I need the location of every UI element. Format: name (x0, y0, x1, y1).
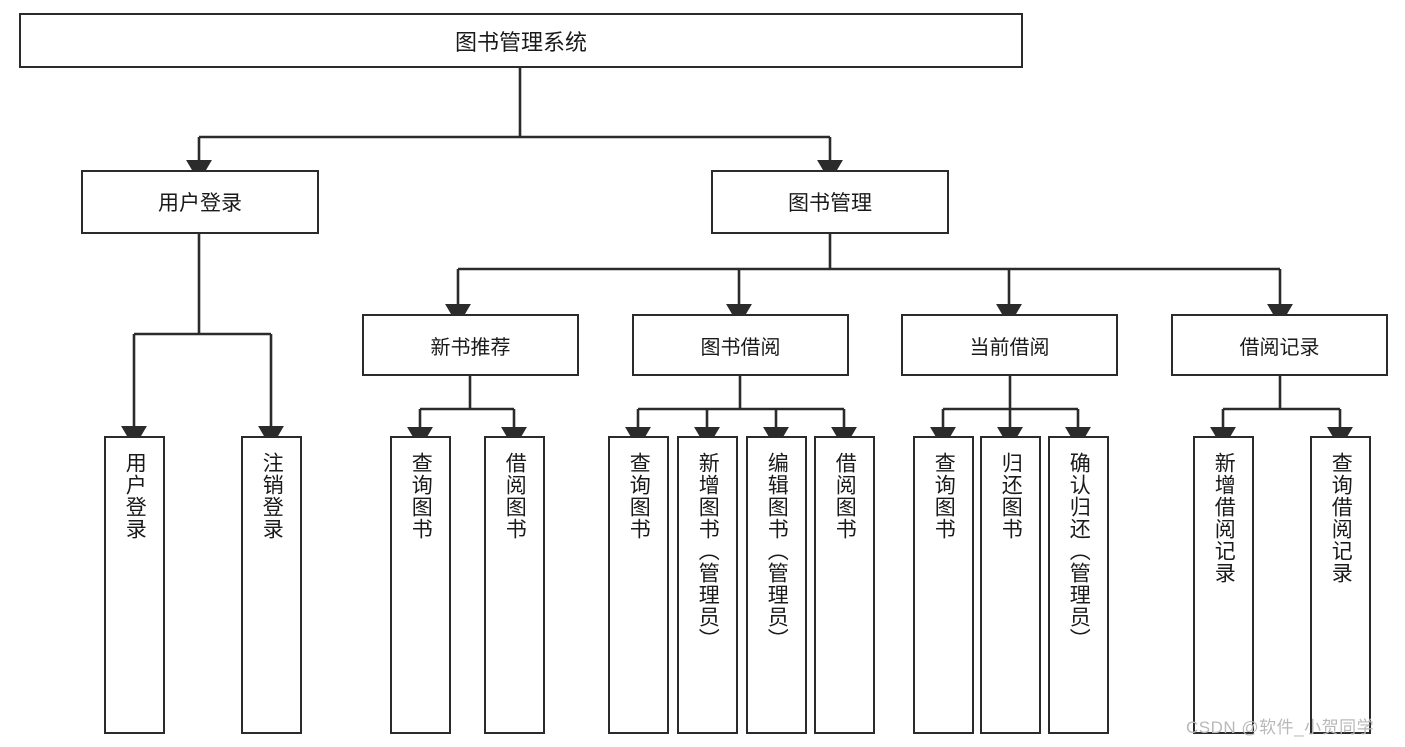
leaf-label: 编辑图书（管理员） (765, 452, 789, 650)
leaf-book-borrow-query[interactable]: 查询图书 (608, 436, 669, 734)
node-book-management[interactable]: 图书管理 (711, 170, 949, 234)
leaf-new-book-query[interactable]: 查询图书 (390, 436, 451, 734)
leaf-label: 归还图书 (999, 452, 1023, 540)
leaf-new-book-borrow[interactable]: 借阅图书 (484, 436, 545, 734)
leaf-label: 注销登录 (260, 452, 284, 540)
leaf-user-login-login[interactable]: 用户登录 (104, 436, 165, 734)
node-book-management-label: 图书管理 (788, 192, 872, 215)
leaf-label: 用户登录 (123, 452, 147, 540)
node-book-borrow-label: 图书借阅 (700, 336, 781, 359)
node-new-book-recommend-label: 新书推荐 (430, 336, 511, 359)
leaf-current-borrow-confirm[interactable]: 确认归还（管理员） (1048, 436, 1109, 734)
node-current-borrow-label: 当前借阅 (969, 336, 1050, 359)
node-new-book-recommend[interactable]: 新书推荐 (362, 314, 579, 376)
leaf-user-login-logout[interactable]: 注销登录 (241, 436, 302, 734)
leaf-label: 新增借阅记录 (1212, 452, 1236, 584)
node-borrow-record[interactable]: 借阅记录 (1171, 314, 1388, 376)
leaf-label: 查询借阅记录 (1329, 452, 1353, 584)
leaf-borrow-record-query[interactable]: 查询借阅记录 (1310, 436, 1371, 734)
leaf-label: 借阅图书 (503, 452, 527, 540)
node-current-borrow[interactable]: 当前借阅 (901, 314, 1118, 376)
leaf-label: 查询图书 (627, 452, 651, 540)
leaf-label: 新增图书（管理员） (696, 452, 720, 650)
leaf-label: 借阅图书 (833, 452, 857, 540)
leaf-label: 查询图书 (932, 452, 956, 540)
node-borrow-record-label: 借阅记录 (1239, 336, 1320, 359)
leaf-label: 确认归还（管理员） (1067, 452, 1091, 650)
leaf-borrow-record-add[interactable]: 新增借阅记录 (1193, 436, 1254, 734)
node-book-borrow[interactable]: 图书借阅 (632, 314, 849, 376)
watermark: CSDN @软件_小贺同学 (1186, 718, 1375, 737)
node-root-label: 图书管理系统 (454, 29, 587, 55)
node-root[interactable]: 图书管理系统 (19, 13, 1023, 68)
leaf-book-borrow-add[interactable]: 新增图书（管理员） (677, 436, 738, 734)
leaf-current-borrow-query[interactable]: 查询图书 (913, 436, 974, 734)
node-user-login-label: 用户登录 (158, 192, 242, 215)
leaf-book-borrow-borrow[interactable]: 借阅图书 (814, 436, 875, 734)
node-user-login[interactable]: 用户登录 (81, 170, 319, 234)
leaf-book-borrow-edit[interactable]: 编辑图书（管理员） (746, 436, 807, 734)
leaf-current-borrow-return[interactable]: 归还图书 (980, 436, 1041, 734)
leaf-label: 查询图书 (409, 452, 433, 540)
